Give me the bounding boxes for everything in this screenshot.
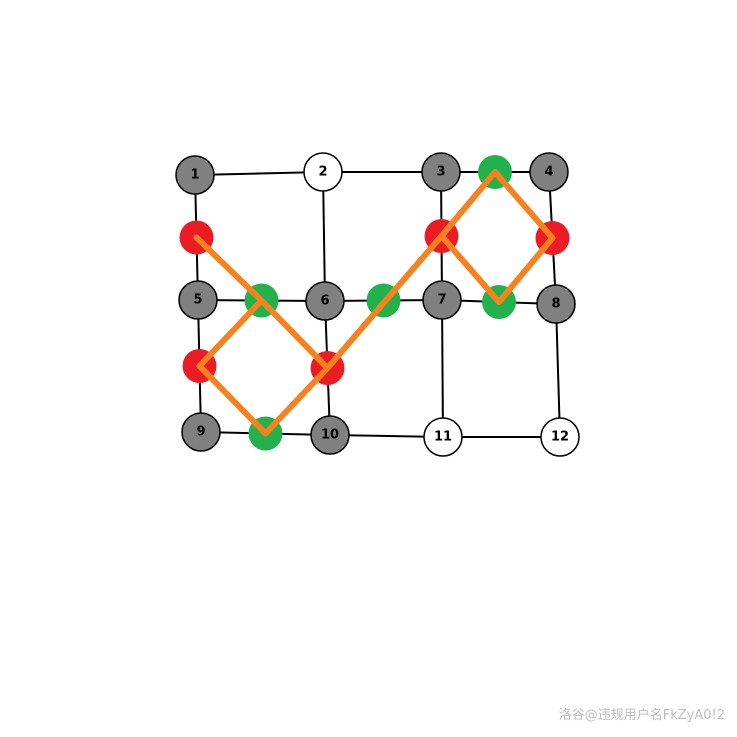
node-3: 3: [421, 152, 461, 192]
node-label: 3: [436, 165, 445, 180]
node-8: 8: [536, 284, 576, 324]
node-label: 8: [551, 297, 560, 312]
node-label: 4: [544, 165, 553, 180]
node-label: 12: [551, 430, 569, 445]
node-circle: [310, 415, 350, 455]
node-label: 6: [320, 294, 329, 309]
node-label: 11: [434, 430, 452, 445]
node-circle: [305, 281, 345, 321]
orange-path-right: [324, 169, 556, 371]
edge-2-6: [322, 171, 326, 302]
edge-7-11: [441, 299, 444, 438]
node-2: 2: [303, 152, 343, 192]
node-circle: [422, 280, 462, 320]
node-6: 6: [305, 281, 345, 321]
node-9: 9: [181, 412, 221, 452]
node-12: 12: [540, 417, 580, 457]
node-label: 1: [190, 168, 199, 183]
node-10: 10: [310, 415, 350, 455]
node-circle: [540, 417, 580, 457]
node-circle: [421, 152, 461, 192]
node-label: 2: [318, 165, 327, 180]
node-circle: [303, 152, 343, 192]
node-circle: [178, 280, 218, 320]
edge-8-12: [555, 303, 561, 438]
node-circle: [536, 284, 576, 324]
node-label: 7: [437, 293, 446, 308]
node-label: 9: [196, 425, 205, 440]
node-circle: [529, 152, 569, 192]
watermark-text: 洛谷@违规用户名FkZyA0!2: [558, 708, 725, 723]
node-label: 10: [321, 428, 339, 443]
node-7: 7: [422, 280, 462, 320]
node-1: 1: [175, 155, 215, 195]
node-4: 4: [529, 152, 569, 192]
node-label: 5: [193, 293, 202, 308]
node-11: 11: [423, 417, 463, 457]
node-5: 5: [178, 280, 218, 320]
node-circle: [423, 417, 463, 457]
node-circle: [175, 155, 215, 195]
orange-path-left: [193, 234, 331, 437]
node-circle: [181, 412, 221, 452]
highlighted-paths: [193, 169, 556, 437]
edge-1-2: [194, 171, 324, 176]
